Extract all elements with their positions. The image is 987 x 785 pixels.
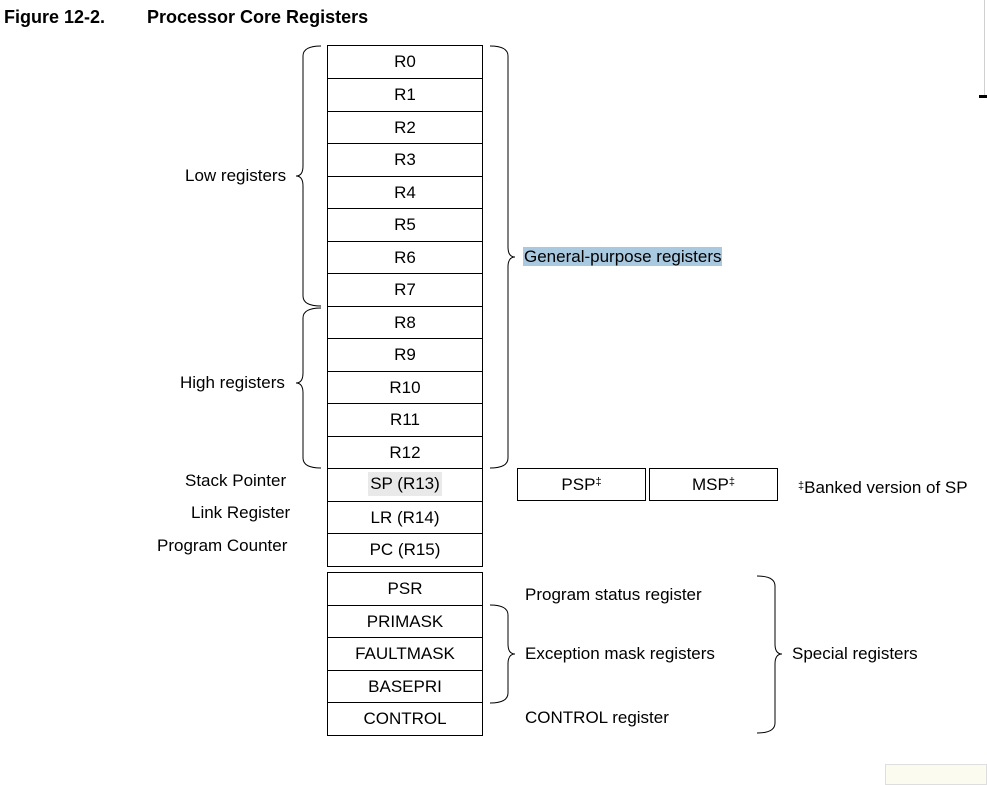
psr-description: Program status register [525,585,702,604]
special-registers-brace [756,575,783,734]
special-registers-label: Special registers [792,644,918,663]
page-edge-mark [979,95,987,98]
exception-mask-label: Exception mask registers [525,644,715,663]
msp-dagger: ‡ [728,476,735,488]
psp-box: PSP‡ [517,468,646,501]
high-registers-label: High registers [180,373,285,392]
psp-label: PSP [561,475,596,494]
register-r8: R8 [327,306,483,339]
program-counter-label: Program Counter [157,536,288,555]
register-lr: LR (R14) [327,501,483,534]
msp-label: MSP [692,475,729,494]
general-purpose-brace [489,45,516,469]
low-registers-label: Low registers [185,166,287,185]
low-registers-brace [295,45,322,307]
exception-mask-brace [489,604,516,704]
high-registers-brace [295,307,322,469]
corner-widget[interactable] [885,764,987,785]
banked-note-text: Banked version of SP [804,478,968,497]
msp-box: MSP‡ [649,468,778,501]
control-description: CONTROL register [525,708,669,727]
register-r3: R3 [327,143,483,177]
register-r6: R6 [327,241,483,274]
register-r2: R2 [327,111,483,144]
stack-pointer-label: Stack Pointer [185,471,287,490]
banked-note-dagger: ‡ [798,480,805,492]
banked-note: ‡Banked version of SP [798,478,968,498]
general-purpose-label: General-purpose registers [523,247,723,266]
register-psr: PSR [327,572,483,606]
page-edge-line [984,0,985,95]
register-r0: R0 [327,45,483,79]
figure-number: Figure 12-2. [4,7,106,27]
register-faultmask: FAULTMASK [327,637,483,671]
register-r1: R1 [327,78,483,112]
register-r5: R5 [327,208,483,242]
figure-title: Processor Core Registers [147,7,369,27]
register-r7: R7 [327,273,483,307]
register-sp: SP (R13) [327,468,483,502]
register-pc: PC (R15) [327,533,483,567]
register-control: CONTROL [327,702,483,736]
psp-dagger: ‡ [595,476,602,488]
register-r11: R11 [327,403,483,437]
register-r10: R10 [327,371,483,404]
register-r4: R4 [327,176,483,209]
register-basepri: BASEPRI [327,670,483,703]
link-register-label: Link Register [191,503,291,522]
